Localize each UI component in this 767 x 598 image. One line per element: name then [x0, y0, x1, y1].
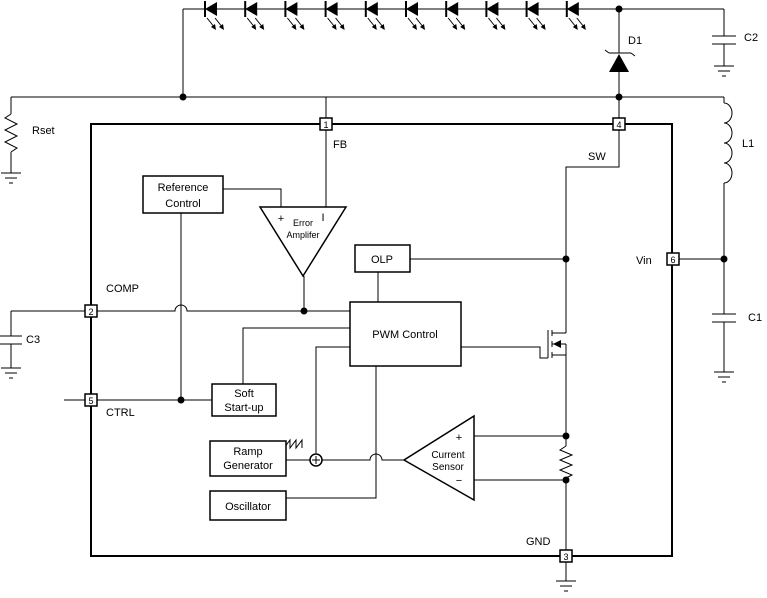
ic-outline	[90, 123, 673, 557]
svg-text:Start-up: Start-up	[224, 402, 263, 414]
led-string	[204, 1, 586, 30]
svg-text:Control: Control	[165, 198, 200, 210]
c2-capacitor	[712, 35, 736, 45]
svg-text:Amplifer: Amplifer	[286, 230, 319, 240]
rset-label: Rset	[32, 125, 55, 137]
c1-label: C1	[748, 312, 762, 324]
svg-text:Generator: Generator	[223, 460, 273, 472]
c2-ground-icon	[714, 65, 734, 77]
sense-resistor	[558, 445, 574, 479]
svg-text:Sensor: Sensor	[432, 462, 464, 473]
svg-text:OLP: OLP	[371, 254, 393, 266]
c1-ground-icon	[714, 371, 734, 383]
summer-icon	[309, 453, 323, 467]
pin-comp: 2	[84, 304, 98, 318]
d1-diode	[604, 49, 636, 72]
sawtooth-icon	[283, 438, 303, 450]
svg-text:Soft: Soft	[234, 388, 254, 400]
svg-text:Ramp: Ramp	[233, 446, 262, 458]
svg-text:6: 6	[670, 255, 675, 265]
pin-sw: 4	[612, 117, 626, 131]
led	[445, 1, 466, 30]
led	[364, 1, 385, 30]
oscillator-block: Oscillator	[209, 490, 287, 521]
led	[324, 1, 345, 30]
svg-text:Current: Current	[431, 450, 465, 461]
gnd-ground-icon	[556, 580, 576, 592]
reference-control-block: Reference Control	[142, 175, 224, 214]
l1-inductor	[723, 102, 733, 184]
c3-capacitor	[0, 335, 22, 345]
svg-text:−: −	[456, 475, 462, 487]
svg-text:2: 2	[88, 307, 93, 317]
svg-text:PWM Control: PWM Control	[372, 329, 437, 341]
led	[284, 1, 305, 30]
pin-vin: 6	[666, 252, 680, 266]
svg-text:Reference: Reference	[158, 182, 209, 194]
pin-ctrl: 5	[84, 393, 98, 407]
olp-block: OLP	[354, 244, 411, 273]
led	[204, 1, 224, 30]
led	[405, 1, 425, 30]
pin-sw-label: SW	[588, 151, 606, 163]
led	[485, 1, 506, 30]
led	[244, 1, 265, 30]
pin-comp-label: COMP	[106, 283, 139, 295]
led	[565, 1, 586, 30]
c3-label: C3	[26, 334, 40, 346]
svg-text:+: +	[278, 213, 284, 225]
soft-start-block: Soft Start-up	[211, 383, 277, 417]
pin-gnd-label: GND	[526, 536, 551, 548]
svg-text:Error: Error	[293, 218, 313, 228]
rset-resistor	[3, 113, 19, 153]
c2-label: C2	[744, 32, 758, 44]
pin-fb: 1	[319, 117, 333, 131]
current-sensor-block: + − Current Sensor	[402, 414, 475, 502]
led	[525, 1, 546, 30]
d1-label: D1	[628, 35, 642, 47]
l1-label: L1	[742, 138, 754, 150]
svg-text:Oscillator: Oscillator	[225, 501, 271, 513]
svg-text:5: 5	[88, 396, 93, 406]
svg-text:+: +	[456, 432, 462, 444]
power-mosfet	[547, 330, 566, 358]
pin-fb-label: FB	[333, 139, 347, 151]
c1-capacitor	[712, 313, 736, 323]
svg-text:1: 1	[323, 120, 328, 130]
rset-ground-icon	[1, 172, 21, 184]
svg-text:3: 3	[563, 552, 568, 562]
ramp-generator-block: Ramp Generator	[209, 440, 287, 477]
pin-gnd: 3	[559, 549, 573, 563]
c3-ground-icon	[1, 367, 21, 379]
pin-vin-label: Vin	[636, 255, 652, 267]
pwm-control-block: PWM Control	[349, 301, 462, 367]
error-amplifier-block: + I Error Amplifer	[258, 206, 348, 278]
svg-text:I: I	[321, 212, 324, 224]
pin-ctrl-label: CTRL	[106, 407, 135, 419]
svg-text:4: 4	[616, 120, 621, 130]
